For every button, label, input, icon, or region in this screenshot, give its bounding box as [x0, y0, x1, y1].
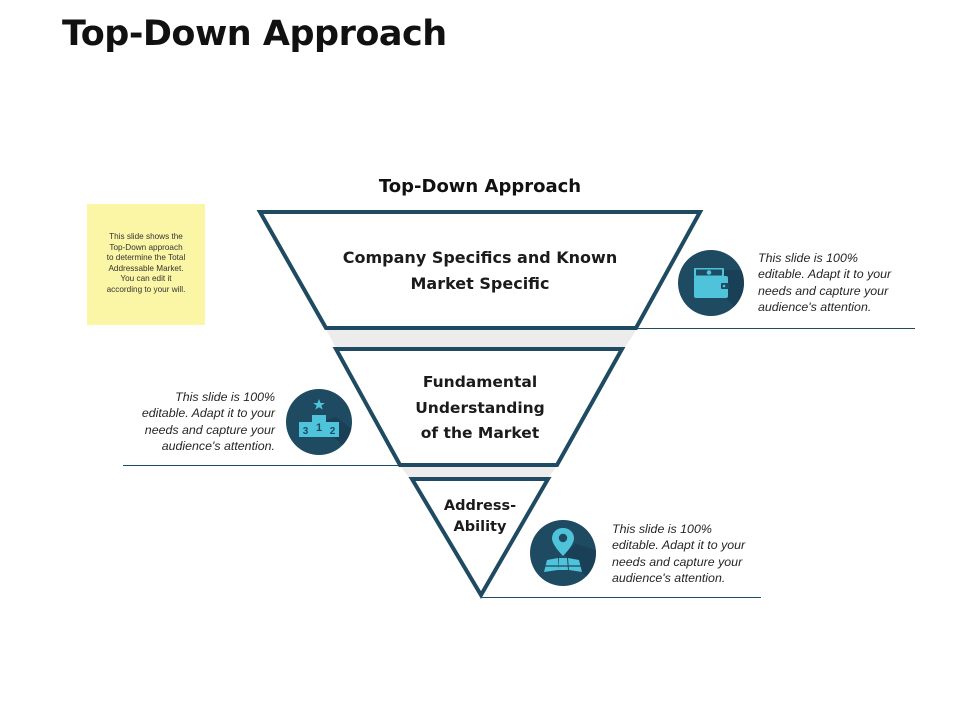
funnel-level-2-label: Fundamental Understanding of the Market — [400, 370, 560, 447]
description-line: needs and capture your — [144, 422, 275, 437]
funnel-level-1-line: Market Specific — [410, 274, 550, 293]
sticky-note-line: You can edit it — [120, 274, 172, 284]
description-line: This slide is 100% — [612, 522, 712, 536]
map-pin-icon — [530, 520, 596, 586]
description-text-3: This slide is 100% editable. Adapt it to… — [612, 521, 772, 586]
description-text-2: This slide is 100% editable. Adapt it to… — [115, 389, 275, 454]
sticky-note-line: Top-Down approach — [109, 242, 183, 252]
podium-icon: 3 1 2 — [286, 389, 352, 455]
description-line: audience's attention. — [161, 438, 275, 453]
description-line: This slide is 100% — [758, 251, 858, 265]
funnel-level-3-label: Address- Ability — [430, 496, 530, 538]
podium-rank-3: 3 — [303, 426, 309, 437]
description-line: needs and capture your — [612, 554, 743, 569]
funnel-level-1 — [256, 210, 704, 330]
description-line: This slide is 100% — [175, 390, 275, 404]
diagram-title: Top-Down Approach — [378, 176, 582, 197]
description-line: audience's attention. — [758, 299, 872, 314]
sticky-note: This slide shows the Top-Down approach t… — [87, 204, 205, 325]
funnel-level-2-line: Fundamental — [422, 373, 538, 391]
slide-title: Top-Down Approach — [62, 14, 447, 54]
sticky-note-line: Addressable Market. — [108, 263, 184, 273]
description-line: editable. Adapt it to your — [612, 538, 746, 553]
podium-rank-1: 1 — [316, 422, 322, 434]
funnel-level-2-line: Understanding — [415, 398, 545, 417]
funnel-shadow-1 — [326, 329, 637, 352]
funnel-level-1-label: Company Specifics and Known Market Speci… — [330, 245, 630, 297]
wallet-money-icon — [678, 250, 744, 316]
sticky-note-line: to determine the Total — [106, 253, 186, 263]
funnel-level-3-line: Ability — [453, 519, 507, 535]
funnel-level-3-line: Address- — [443, 498, 517, 514]
description-line: audience's attention. — [612, 570, 726, 585]
description-line: editable. Adapt it to your — [758, 267, 892, 282]
description-line: editable. Adapt it to your — [141, 406, 275, 421]
description-line: needs and capture your — [758, 283, 889, 298]
funnel-level-3 — [408, 477, 552, 599]
funnel-level-1-line: Company Specifics and Known — [342, 248, 618, 267]
podium-rank-2: 2 — [330, 426, 336, 437]
description-text-1: This slide is 100% editable. Adapt it to… — [758, 250, 918, 315]
funnel-level-2-line: of the Market — [420, 424, 540, 442]
sticky-note-line: This slide shows the — [109, 232, 183, 241]
sticky-note-line: according to your will. — [106, 284, 186, 294]
funnel-level-2 — [332, 347, 626, 467]
